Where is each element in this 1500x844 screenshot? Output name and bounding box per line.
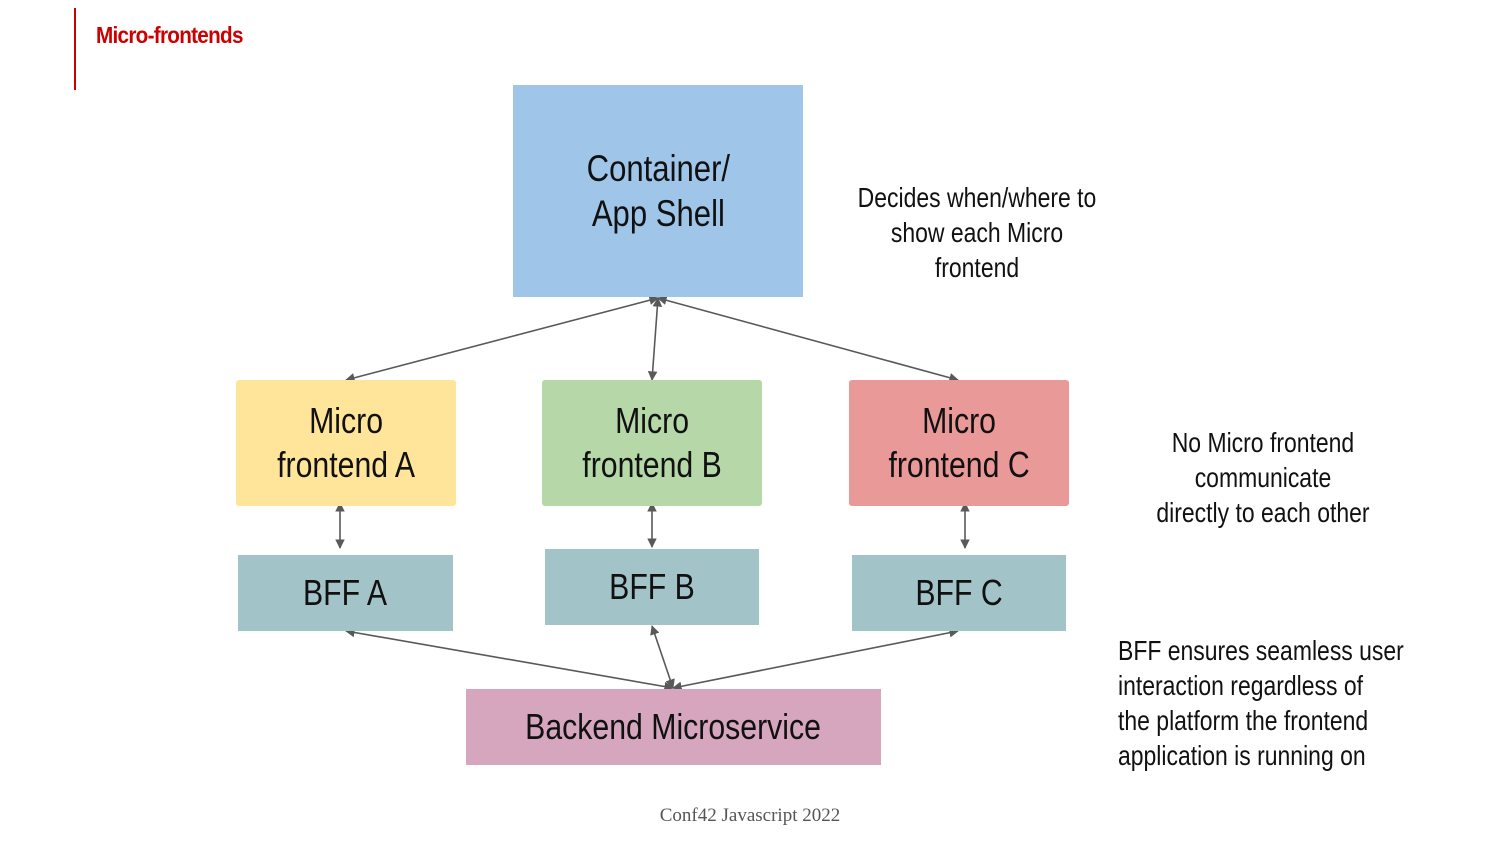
note-container-text: Decides when/where to show each Micro fr… xyxy=(857,182,1097,283)
bff-c-box: BFF C xyxy=(852,555,1066,631)
connector-container-to-mf-b xyxy=(647,297,663,381)
connector-bff-a-to-backend xyxy=(345,627,674,692)
slide-title: Micro-frontends xyxy=(96,22,243,48)
container-app-shell-box: Container/ App Shell xyxy=(513,85,803,297)
note-bff: BFF ensures seamless user interaction re… xyxy=(1118,598,1488,773)
micro-frontend-b-label: Micro frontend B xyxy=(582,400,722,485)
micro-frontend-c-label: Micro frontend C xyxy=(888,400,1030,485)
slide-footer: Conf42 Javascript 2022 xyxy=(659,805,841,826)
micro-frontend-a-box: Micro frontend A xyxy=(236,380,456,506)
backend-microservice-label: Backend Microservice xyxy=(525,706,822,748)
bff-a-box: BFF A xyxy=(238,555,453,631)
connector-container-to-mf-c xyxy=(657,295,959,383)
connector-container-to-mf-a xyxy=(345,295,659,383)
bff-a-label: BFF A xyxy=(303,572,388,614)
connector-bff-b-to-backend xyxy=(650,625,675,689)
note-micro-frontends-text: No Micro frontend communicate directly t… xyxy=(1155,427,1370,528)
note-micro-frontends: No Micro frontend communicate directly t… xyxy=(1120,390,1405,530)
note-bff-text: BFF ensures seamless user interaction re… xyxy=(1118,635,1404,771)
bff-b-box: BFF B xyxy=(545,549,759,625)
title-accent-bar xyxy=(74,8,76,90)
note-container: Decides when/where to show each Micro fr… xyxy=(822,145,1132,285)
bff-b-label: BFF B xyxy=(609,566,695,608)
connector-bff-c-to-backend xyxy=(672,627,959,692)
bff-c-label: BFF C xyxy=(915,572,1003,614)
micro-frontend-a-label: Micro frontend A xyxy=(277,400,415,485)
micro-frontend-c-box: Micro frontend C xyxy=(849,380,1069,506)
micro-frontend-b-box: Micro frontend B xyxy=(542,380,762,506)
backend-microservice-box: Backend Microservice xyxy=(466,689,881,765)
container-label: Container/ App Shell xyxy=(586,147,730,234)
